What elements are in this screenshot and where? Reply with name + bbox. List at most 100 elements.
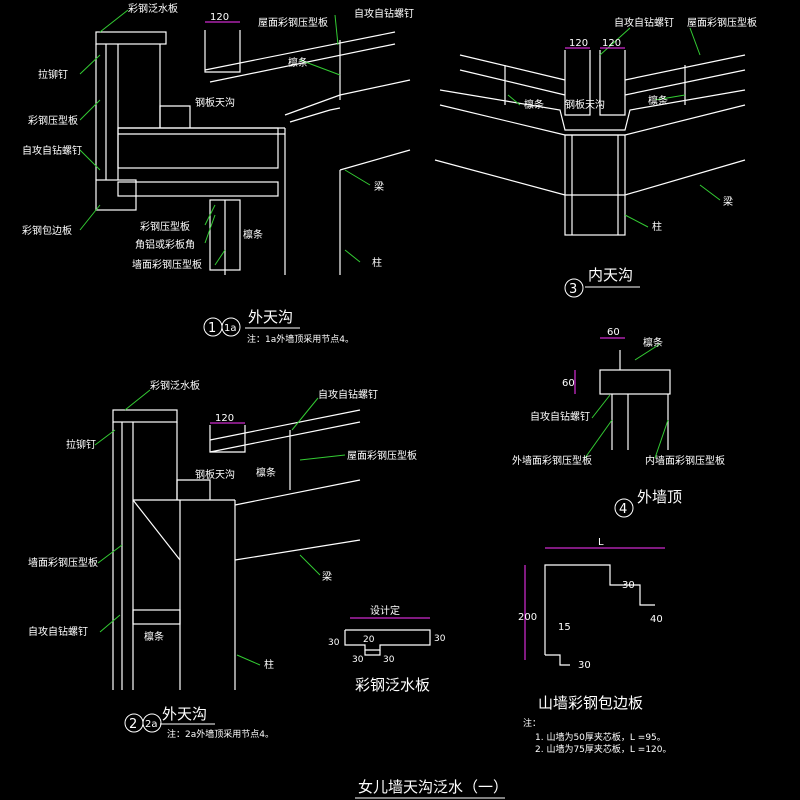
edge-trim <box>95 179 137 211</box>
label-beam: 梁 <box>322 570 332 583</box>
label-purlin-left: 檩条 <box>524 98 544 111</box>
edge-trim-notes: 注： 1. 山墙为50厚夹芯板，L =95。 2. 山墙为75厚夹芯板，L =1… <box>523 717 672 755</box>
flashing-plate-dims: 设计定 30 30 20 30 30 彩钢泛水板 <box>328 604 446 694</box>
leader <box>299 454 346 461</box>
label-flashing: 彩钢泛水板 <box>150 379 200 392</box>
label-roof-panel: 屋面彩钢压型板 <box>258 16 328 29</box>
gable-edge-trim-detail <box>544 564 655 666</box>
detail-number: 3 <box>569 282 577 297</box>
detail-number-1a: 1a <box>224 323 237 334</box>
detail-2-text: 彩钢泛水板 拉铆钉 自攻自钻螺钉 屋面彩钢压型板 钢板天沟 檩条 墙面彩钢压型板… <box>28 379 417 671</box>
detail-title: 内天沟 <box>588 266 633 284</box>
detail-3-dimensions: 120 120 <box>565 38 625 49</box>
rafter-bottom <box>339 149 411 171</box>
dim-30b: 30 <box>434 634 446 644</box>
leader <box>299 554 321 576</box>
leader <box>344 249 361 263</box>
gutter-outline <box>159 105 191 128</box>
dim-20: 20 <box>363 635 375 645</box>
leader <box>591 394 611 419</box>
flashing-drip <box>364 650 381 656</box>
detail-3-text: 自攻自钻螺钉 屋面彩钢压型板 檩条 檩条 钢板天沟 梁 柱 <box>524 16 757 233</box>
detail-title: 外天沟 <box>248 308 293 326</box>
label-purlin-2: 檩条 <box>144 630 164 643</box>
detail-note: 注：2a外墙顶采用节点4。 <box>167 728 274 740</box>
dim-30c: 30 <box>352 655 364 665</box>
label-wall-panel: 墙面彩钢压型板 <box>28 556 98 569</box>
brace-line <box>132 499 181 561</box>
detail-1-dimensions: 120 <box>205 12 240 23</box>
roof-panel-bottom <box>209 421 361 453</box>
label-flashing: 彩钢泛水板 <box>128 2 178 15</box>
flashing-cap <box>112 409 178 423</box>
label-rivet: 拉铆钉 <box>38 68 68 81</box>
edge-trim-foot <box>545 654 570 666</box>
label-beam: 梁 <box>723 195 733 208</box>
gutter-upstand-l <box>564 50 591 116</box>
rafter-top <box>439 89 746 131</box>
note-2: 2. 山墙为75厚夹芯板，L =120。 <box>535 743 672 755</box>
edge-trim-profile <box>544 564 655 655</box>
note-heading: 注： <box>523 717 541 729</box>
roof-panel-top <box>204 31 396 71</box>
roof-upstand <box>209 425 246 453</box>
purlin-box <box>599 369 671 395</box>
leader <box>584 419 613 459</box>
leader <box>344 169 371 186</box>
label-column: 柱 <box>652 220 662 233</box>
detail-4-dims: 60 60 <box>562 327 625 394</box>
lower-purlin <box>132 609 181 625</box>
leader <box>204 214 216 244</box>
label-purlin: 檩条 <box>256 466 276 479</box>
detail-2-leaders <box>94 389 346 666</box>
detail-2-outer-gutter <box>112 409 361 690</box>
detail-1-title-block: 1 1a 外天沟 注：1a外墙顶采用节点4。 <box>203 308 354 345</box>
leader <box>689 27 701 56</box>
leader <box>299 59 341 76</box>
detail-note: 注：1a外墙顶采用节点4。 <box>247 333 354 345</box>
detail-3-inner-gutter <box>434 50 746 236</box>
detail-number-circle <box>142 713 162 733</box>
label-panel-2: 彩钢压型板 <box>140 220 190 233</box>
dim-120b: 120 <box>602 38 621 49</box>
detail-number-circle <box>221 317 241 337</box>
leader <box>634 343 661 361</box>
label-inner-panel: 内墙面彩钢压型板 <box>645 454 725 467</box>
detail-3-leaders <box>507 27 721 228</box>
roof-panel-top <box>209 409 361 441</box>
label-column: 柱 <box>372 256 382 269</box>
detail-4-text: 檩条 自攻自钻螺钉 外墙面彩钢压型板 内墙面彩钢压型板 <box>512 336 725 467</box>
beam-section <box>117 127 279 169</box>
dim-30b: 30 <box>578 660 591 671</box>
leader <box>97 544 123 564</box>
leader <box>124 389 151 411</box>
roof-panel-bottom <box>209 43 396 83</box>
label-angle: 角铝或彩板角 <box>135 238 195 251</box>
dim-design: 设计定 <box>370 604 400 617</box>
lower-purlin <box>117 181 279 197</box>
leader <box>204 204 216 226</box>
detail-number-2a: 2a <box>145 719 158 730</box>
leader <box>79 54 101 75</box>
rafter-inner <box>289 107 341 123</box>
dim-15: 15 <box>558 622 571 633</box>
leader <box>654 94 686 101</box>
detail-2-dims: 120 <box>210 413 245 424</box>
dim-120: 120 <box>210 12 229 23</box>
detail-4-title-block: 4 外墙顶 <box>614 488 682 518</box>
column-section <box>564 134 626 236</box>
detail-4-wall-top <box>599 350 671 450</box>
rafter-bottom <box>234 539 361 561</box>
leader <box>236 654 261 666</box>
leader <box>654 419 669 459</box>
label-screw: 自攻自钻螺钉 <box>22 144 82 157</box>
leader <box>699 184 721 201</box>
leader <box>79 204 101 231</box>
detail-number: 4 <box>619 502 627 517</box>
leader <box>599 27 631 56</box>
detail-3-title-block: 3 内天沟 <box>564 266 640 298</box>
detail-title: 外天沟 <box>162 705 207 723</box>
label-purlin: 檩条 <box>643 336 663 349</box>
leader <box>79 149 101 171</box>
label-screw: 自攻自钻螺钉 <box>530 410 590 423</box>
